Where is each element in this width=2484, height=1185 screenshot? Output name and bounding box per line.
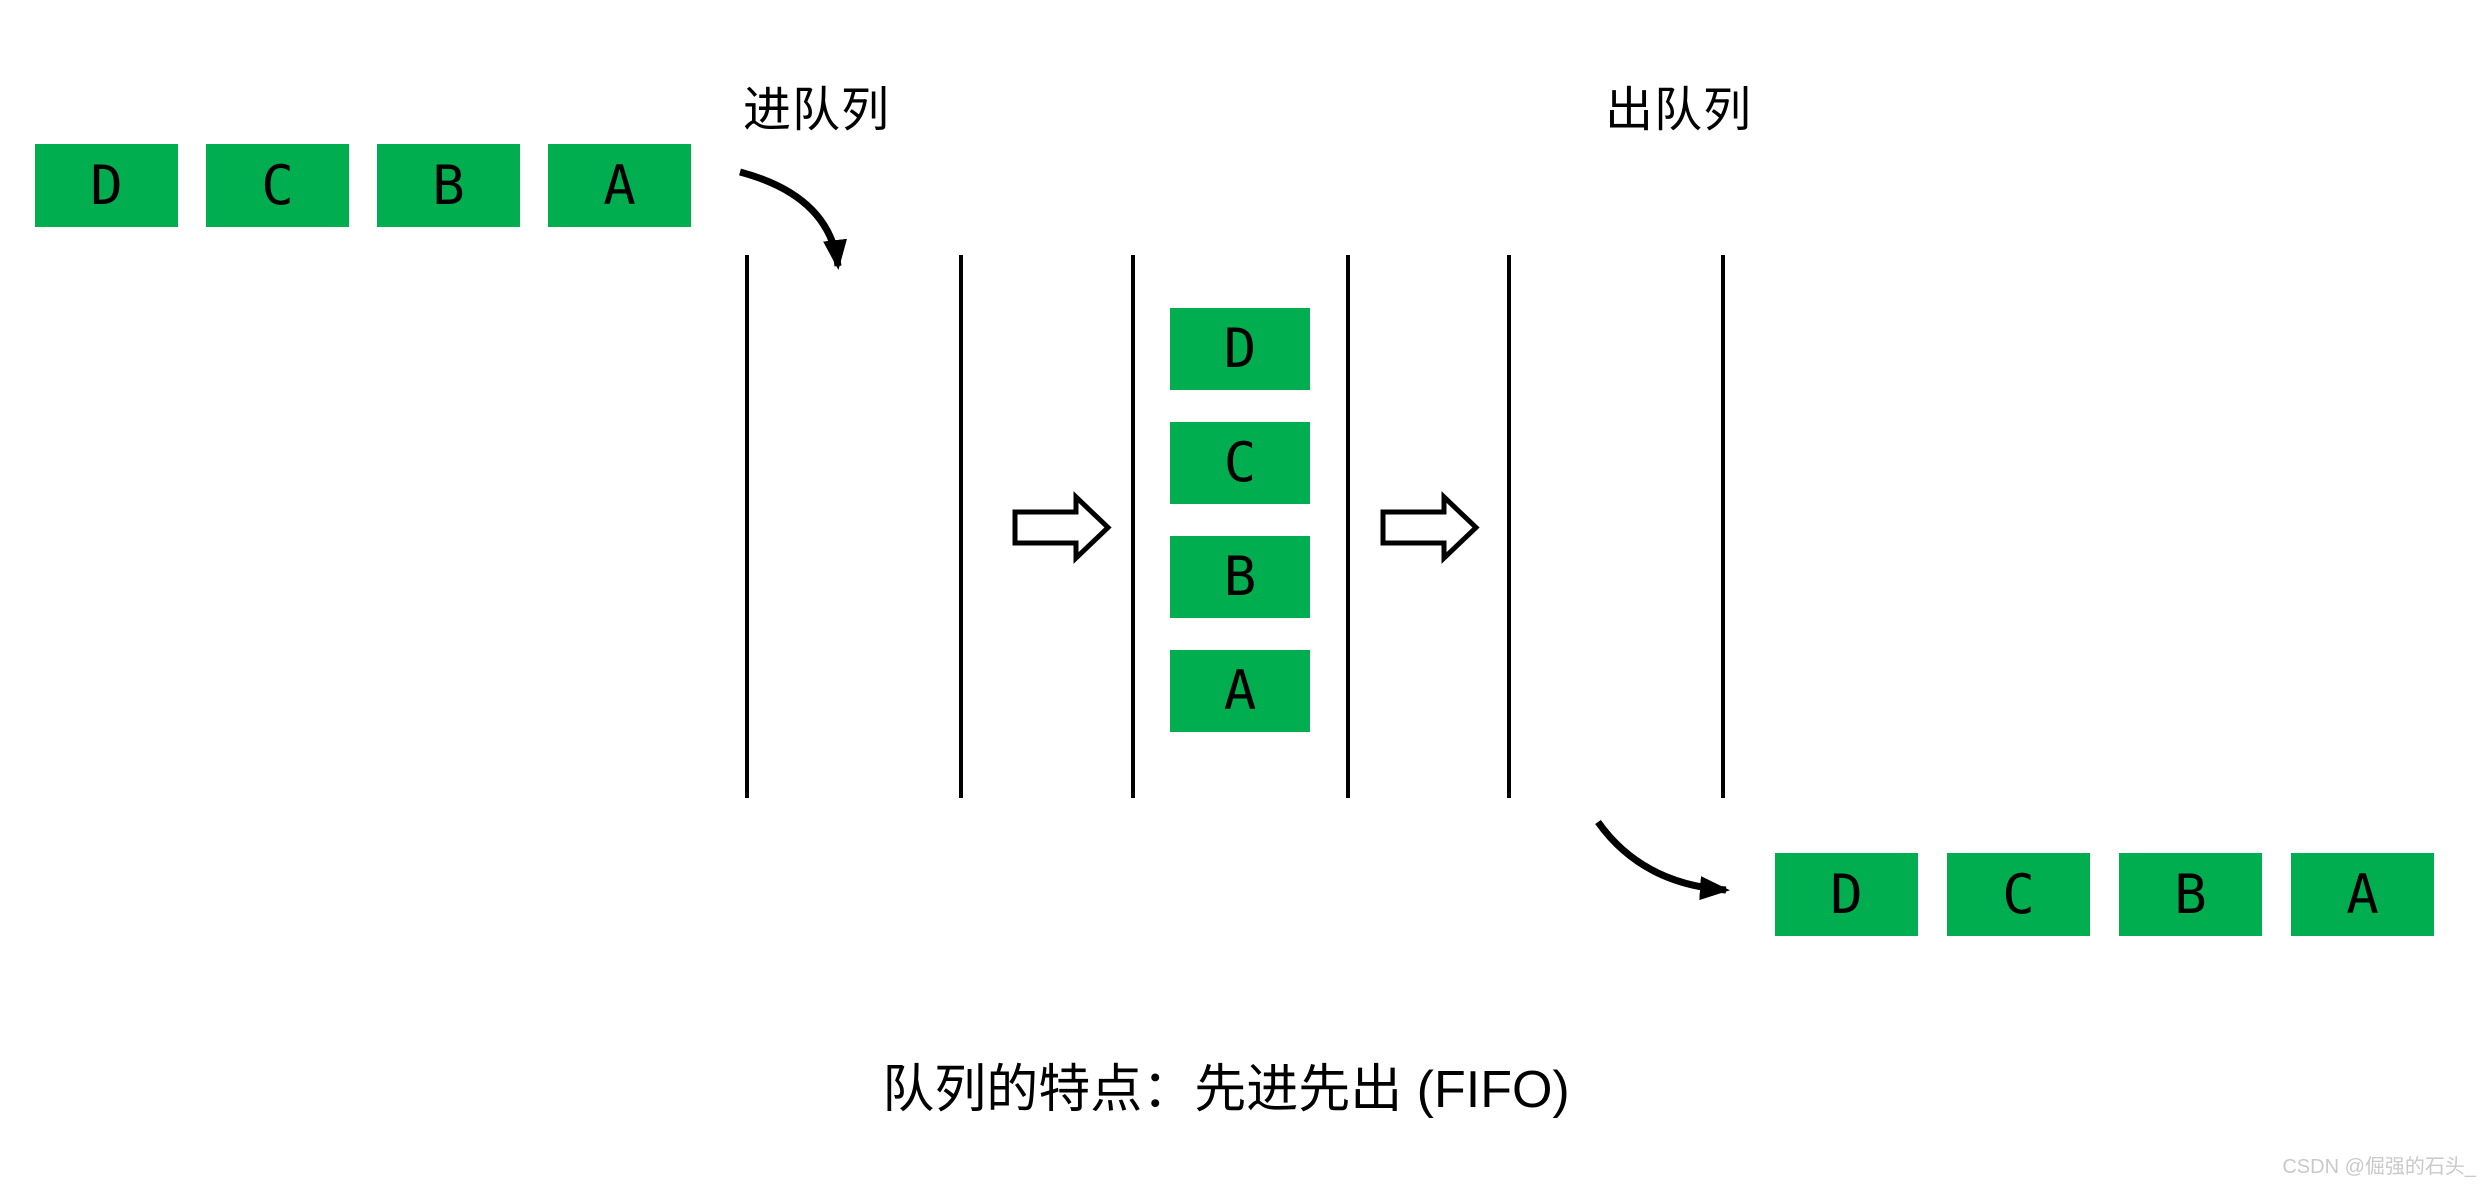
enqueue-label: 进队列 [743,84,891,137]
queue-stack-box-a: A [1170,650,1310,732]
queue-stack-box-c: C [1170,422,1310,504]
input-row-box-a: A [548,144,691,227]
csdn-watermark: CSDN @倔强的石头_ [2282,1156,2476,1178]
queue-stack-box-b: B [1170,536,1310,618]
output-row-box-c: C [1947,853,2090,936]
output-row-box-a: A [2291,853,2434,936]
input-row-box-b: B [377,144,520,227]
input-row-box-c: C [206,144,349,227]
queue-stack-box-d: D [1170,308,1310,390]
fifo-caption: 队列的特点：先进先出 (FIFO) [882,1061,1570,1119]
dequeue-curved-arrow-icon [1595,819,1730,901]
input-row-box-d: D [35,144,178,227]
flow-out-hollow-arrow-icon [1380,491,1480,564]
enqueue-curved-arrow-icon [739,168,847,270]
output-row-box-d: D [1775,853,1918,936]
dequeue-label: 出队列 [1605,84,1753,137]
output-row-box-b: B [2119,853,2262,936]
flow-in-hollow-arrow-icon [1012,491,1112,564]
